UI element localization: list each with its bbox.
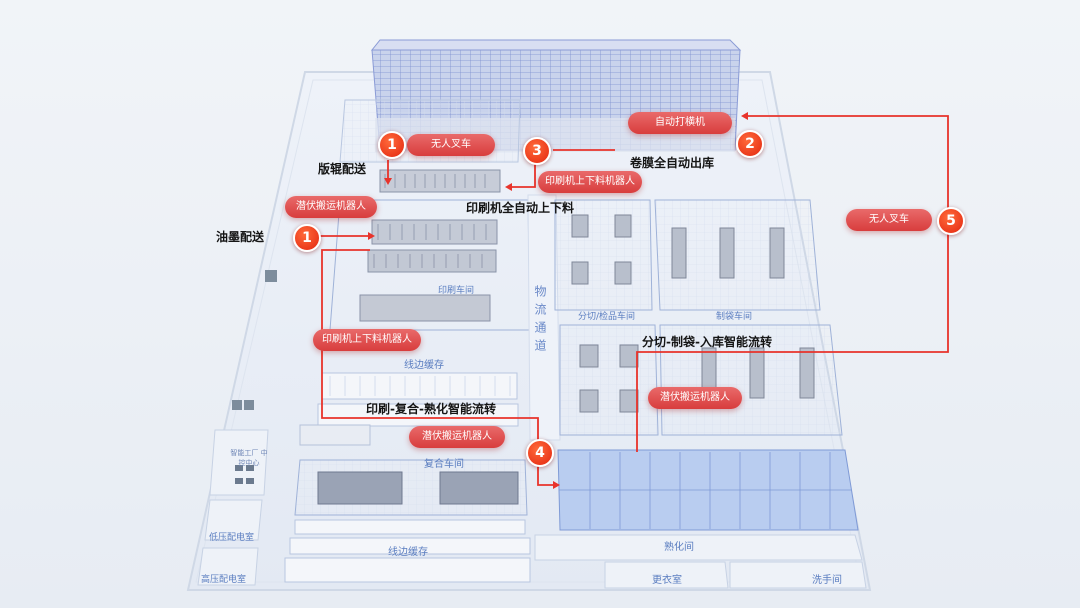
zone-buffer-bottom: 线边缓存 bbox=[388, 547, 428, 558]
bottom-rooms bbox=[534, 534, 867, 589]
buffer-storage-top bbox=[317, 372, 519, 427]
step-1-marker-left: 1 bbox=[293, 224, 321, 252]
zone-buffer-top: 线边缓存 bbox=[404, 360, 444, 371]
zone-slitting-workshop: 分切/检品车间 bbox=[578, 312, 636, 322]
left-rooms bbox=[197, 429, 269, 586]
caption-film-auto-out: 卷膜全自动出库 bbox=[630, 156, 715, 170]
zone-printing-workshop: 印刷车间 bbox=[438, 286, 475, 296]
zone-bagging-workshop: 制袋车间 bbox=[716, 312, 753, 322]
step-5-marker: 5 bbox=[937, 207, 965, 235]
pill-agv-top: 潜伏搬运机器人 bbox=[285, 196, 377, 218]
zone-low-voltage-room: 低压配电室 bbox=[209, 533, 255, 543]
zone-locker-room: 更衣室 bbox=[652, 575, 682, 586]
zone-smart-factory-center: 智能工厂 中控中心 bbox=[230, 449, 268, 467]
buffer-storage-bottom bbox=[284, 519, 531, 583]
zone-high-voltage-room: 高压配电室 bbox=[201, 575, 247, 585]
zone-curing-room: 熟化间 bbox=[664, 542, 694, 553]
zone-laminating-workshop: 复合车间 bbox=[424, 459, 464, 470]
pill-printer-loader-mid: 印刷机上下料机器人 bbox=[313, 329, 421, 351]
step-3-marker: 3 bbox=[523, 137, 551, 165]
caption-printer-auto-load: 印刷机全自动上下料 bbox=[466, 201, 575, 215]
caption-slitting-flow: 分切-制袋-入库智能流转 bbox=[642, 335, 772, 349]
step-1-marker-top: 1 bbox=[378, 131, 406, 159]
caption-printing-flow: 印刷-复合-熟化智能流转 bbox=[366, 402, 496, 416]
pill-auto-wrap: 自动打横机 bbox=[628, 112, 732, 134]
control-desks bbox=[235, 465, 254, 484]
pill-forklift-right: 无人叉车 bbox=[846, 209, 932, 231]
pill-agv-right: 潜伏搬运机器人 bbox=[648, 387, 742, 409]
caption-ink-delivery: 油墨配送 bbox=[216, 230, 265, 244]
step-2-marker: 2 bbox=[736, 130, 764, 158]
zone-washroom: 洗手间 bbox=[812, 575, 842, 586]
printing-machines bbox=[359, 169, 501, 322]
caption-plate-roll-delivery: 版辊配送 bbox=[318, 162, 367, 176]
pill-agv-bottom: 潜伏搬运机器人 bbox=[409, 426, 505, 448]
zone-logistics-channel: 物流通道 bbox=[533, 285, 547, 357]
flow-lines bbox=[318, 115, 949, 486]
pill-printer-loader-top: 印刷机上下料机器人 bbox=[538, 171, 642, 193]
step-4-marker: 4 bbox=[526, 439, 554, 467]
pill-forklift-top: 无人叉车 bbox=[407, 134, 495, 156]
